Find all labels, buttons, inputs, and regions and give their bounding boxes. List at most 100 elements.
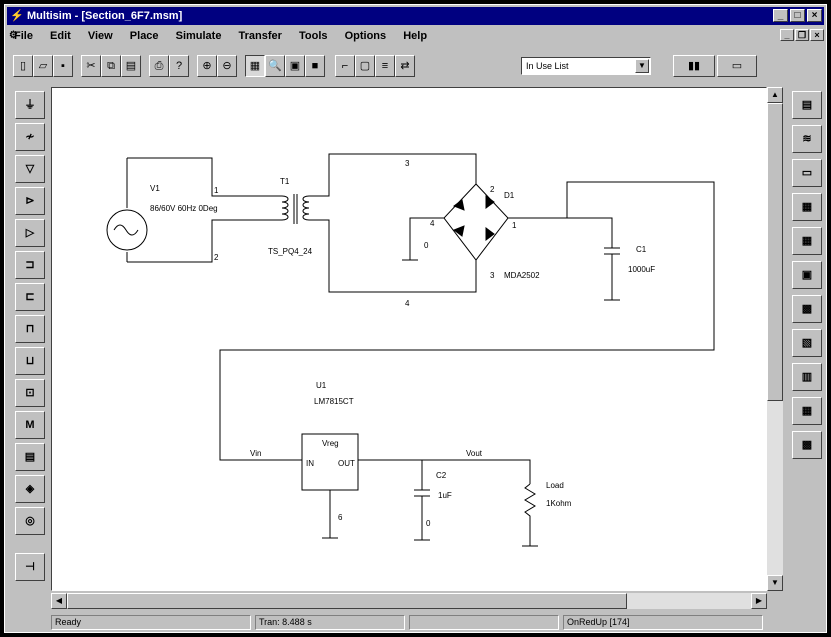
logic-converter-icon[interactable]: ▧	[792, 329, 822, 357]
menu-tools[interactable]: Tools	[299, 30, 328, 42]
menu-file[interactable]: File	[14, 30, 33, 42]
c1-capacitor[interactable]	[604, 247, 620, 301]
wire-v1-t1-bottom	[127, 219, 282, 263]
ladder-icon[interactable]: ⊣	[15, 553, 45, 581]
rf-icon[interactable]: ◈	[15, 475, 45, 503]
spectrum-analyzer-icon[interactable]: ▦	[792, 397, 822, 425]
help-icon[interactable]: ?	[169, 55, 189, 77]
vreg-out-label: OUT	[338, 459, 355, 468]
diodes-icon[interactable]: ▽	[15, 155, 45, 183]
save-icon[interactable]: ▪	[53, 55, 73, 77]
database-icon[interactable]: 🔍	[265, 55, 285, 77]
new-file-icon[interactable]: ▯	[13, 55, 33, 77]
node-0-label: 0	[424, 241, 429, 250]
vin-label: Vin	[250, 449, 261, 458]
pin-4-label: 4	[430, 219, 435, 228]
multimeter-icon[interactable]: ▤	[792, 91, 822, 119]
word-generator-icon[interactable]: ▣	[792, 261, 822, 289]
wattmeter-icon[interactable]: ▭	[792, 159, 822, 187]
zoom-out-icon[interactable]: ⊖	[217, 55, 237, 77]
scroll-down-icon[interactable]: ▼	[767, 575, 783, 591]
misc-digital-icon[interactable]: ⊓	[15, 315, 45, 343]
misc-icon[interactable]: M	[15, 411, 45, 439]
open-file-icon[interactable]: ▱	[33, 55, 53, 77]
menu-view[interactable]: View	[87, 30, 113, 42]
analog-ics-icon[interactable]: ▷	[15, 219, 45, 247]
doc-restore-button[interactable]: ❐	[795, 29, 809, 41]
mixed-icon[interactable]: ⊔	[15, 347, 45, 375]
cut-icon[interactable]: ✂	[81, 55, 101, 77]
menu-place[interactable]: Place	[129, 30, 159, 42]
simulate-pause-button[interactable]: ▮▮	[673, 55, 715, 77]
transfer-icon[interactable]: ⇄	[395, 55, 415, 77]
menu-bar: ⚙ File Edit View Place Simulate Transfer…	[7, 27, 824, 45]
in-use-list-select[interactable]: In Use List ▼	[521, 57, 651, 75]
vertical-scrollbar[interactable]: ▲ ▼	[767, 87, 783, 591]
close-button[interactable]: ×	[807, 9, 822, 22]
c1-value: 1000uF	[628, 265, 655, 274]
menu-options[interactable]: Options	[344, 30, 387, 42]
menu-edit[interactable]: Edit	[50, 30, 71, 42]
network-analyzer-icon[interactable]: ▩	[792, 431, 822, 459]
ttl-icon[interactable]: ⊐	[15, 251, 45, 279]
vertical-scroll-thumb[interactable]	[767, 103, 783, 401]
vreg-label: Vreg	[322, 439, 339, 448]
menu-help[interactable]: Help	[403, 30, 428, 42]
parts-bin-icon[interactable]: ▦	[245, 55, 265, 77]
indicators-icon[interactable]: ⊡	[15, 379, 45, 407]
circuit-diagram: V1 86/60V 60Hz 0Deg 1 2 T1 TS_PQ4_24 3 4	[106, 153, 715, 547]
paste-icon[interactable]: ▤	[121, 55, 141, 77]
controls-icon[interactable]: ▤	[15, 443, 45, 471]
window-title: Multisim - [Section_6F7.msm]	[27, 10, 183, 22]
load-resistor[interactable]	[522, 483, 538, 547]
horizontal-scroll-thumb[interactable]	[67, 593, 627, 609]
logic-analyzer-icon[interactable]: ▩	[792, 295, 822, 323]
v1-ac-source[interactable]	[106, 158, 148, 262]
print-icon[interactable]: ⎙	[149, 55, 169, 77]
wire-t1-bridge-bottom	[309, 219, 477, 293]
copy-icon[interactable]: ⧉	[101, 55, 121, 77]
minimize-button[interactable]: _	[773, 9, 788, 22]
basic-components-icon[interactable]: ≁	[15, 123, 45, 151]
in-use-list-value: In Use List	[526, 61, 569, 71]
oscilloscope-icon[interactable]: ▦	[792, 193, 822, 221]
wire-vout	[358, 459, 531, 484]
document-window-controls: _ ❐ ×	[780, 29, 824, 41]
doc-minimize-button[interactable]: _	[780, 29, 794, 41]
vreg-in-label: IN	[306, 459, 314, 468]
scroll-right-icon[interactable]: ▶	[751, 593, 767, 609]
transistors-icon[interactable]: ⊳	[15, 187, 45, 215]
chevron-down-icon[interactable]: ▼	[635, 59, 649, 73]
netlist-icon[interactable]: ≡	[375, 55, 395, 77]
horizontal-scrollbar[interactable]: ◀ ▶	[51, 593, 767, 609]
scroll-up-icon[interactable]: ▲	[767, 87, 783, 103]
menu-transfer[interactable]: Transfer	[238, 30, 282, 42]
simulate-run-button[interactable]: ▭	[717, 55, 757, 77]
electromechanical-icon[interactable]: ◎	[15, 507, 45, 535]
title-bar: ⚡ Multisim - [Section_6F7.msm] _ □ ×	[7, 7, 824, 25]
doc-close-button[interactable]: ×	[810, 29, 824, 41]
function-generator-icon[interactable]: ≋	[792, 125, 822, 153]
maximize-button[interactable]: □	[790, 9, 805, 22]
instruments-icon[interactable]: ■	[305, 55, 325, 77]
distortion-analyzer-icon[interactable]: ▥	[792, 363, 822, 391]
component-editor-icon[interactable]: ▣	[285, 55, 305, 77]
scroll-left-icon[interactable]: ◀	[51, 593, 67, 609]
sources-icon[interactable]: ⏚	[15, 91, 45, 119]
load-value: 1Kohm	[546, 499, 572, 508]
document-system-menu-icon[interactable]: ⚙	[9, 30, 18, 41]
cmos-icon[interactable]: ⊏	[15, 283, 45, 311]
c2-capacitor[interactable]	[414, 489, 430, 541]
pin-1-bridge-label: 1	[512, 221, 517, 230]
t1-transformer[interactable]	[281, 194, 310, 224]
status-bar: Ready Tran: 8.488 s OnRedUp [174]	[51, 615, 767, 631]
schematic-canvas[interactable]: V1 86/60V 60Hz 0Deg 1 2 T1 TS_PQ4_24 3 4	[51, 87, 767, 591]
menu-simulate[interactable]: Simulate	[175, 30, 222, 42]
bode-plotter-icon[interactable]: ▦	[792, 227, 822, 255]
zoom-in-icon[interactable]: ⊕	[197, 55, 217, 77]
c2-value: 1uF	[438, 491, 452, 500]
grapher-icon[interactable]: ⌐	[335, 55, 355, 77]
status-ready: Ready	[51, 615, 251, 630]
postprocessor-icon[interactable]: ▢	[355, 55, 375, 77]
d1-bridge-rectifier[interactable]	[443, 183, 509, 261]
